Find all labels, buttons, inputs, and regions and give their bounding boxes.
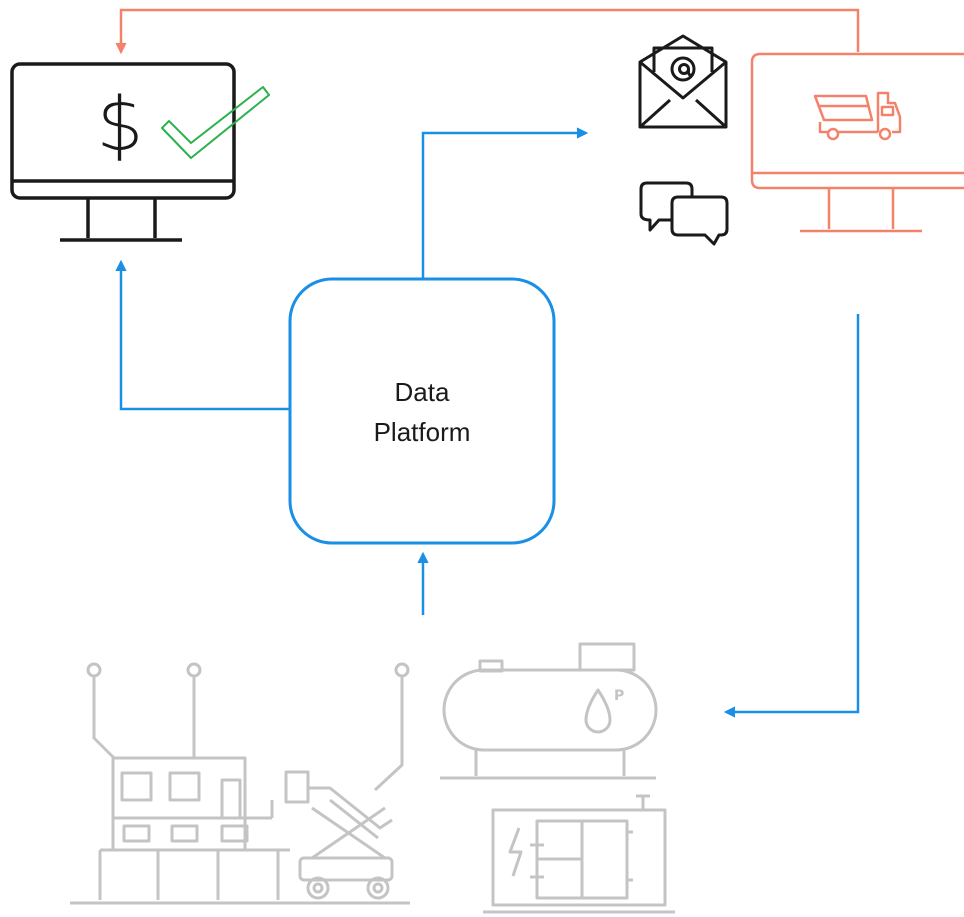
platform-to-billing-arrow [115,259,290,411]
generator-icon [483,794,675,914]
svg-text:P: P [614,688,624,704]
chat-bubbles-icon [639,181,729,246]
scissor-lift-icon [284,770,394,900]
platform-label-line1: Data [394,377,450,407]
dispatch-to-equipment-arrow [723,314,860,718]
dispatch-to-billing-arrow [115,8,860,55]
platform-to-notifications-arrow [421,127,589,279]
building-sensors-icon [70,662,410,905]
dollar-icon: $ [96,82,143,168]
dump-truck-icon [813,91,902,141]
dispatch-monitor-icon [750,52,964,233]
data-platform-label: Data Platform [290,372,554,452]
email-icon [638,34,728,129]
fuel-tank-icon: P [440,642,658,780]
billing-monitor-icon [10,62,236,242]
platform-label-line2: Platform [373,417,471,447]
data-platform-box [288,277,556,545]
checkmark-icon [161,86,270,159]
